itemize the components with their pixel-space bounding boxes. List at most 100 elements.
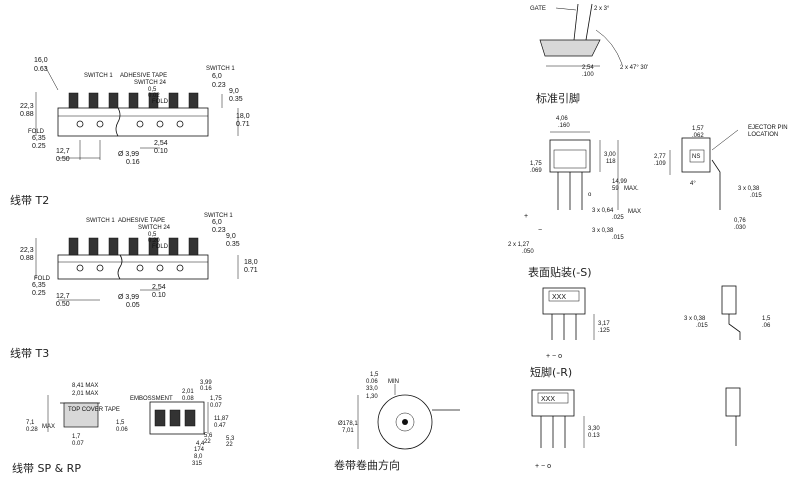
tape-t3-fold-mark (117, 254, 123, 280)
sp-dim-1187-inch: 0.47 (214, 423, 226, 429)
sp-dim-80: 8,0 (194, 454, 203, 460)
smd-side-dim-038: 3 x 0,38 (684, 316, 706, 322)
body-dim-038: 3 x 0,38 (592, 228, 614, 234)
sp-dim-17-inch: 0.07 (72, 441, 84, 447)
tape-t3-switch (168, 237, 179, 256)
sp-dim-175: 1,75 (210, 396, 222, 402)
gate-lead (585, 3, 593, 41)
body-dim-300-inch: 118 (606, 159, 616, 165)
reel-dim-130: 1,30 (366, 394, 378, 400)
short-side-body (725, 387, 741, 417)
sprocket-hole (156, 120, 164, 128)
side-label-ns: NS (692, 154, 700, 160)
t2-dim-60-inch: 0.23 (212, 82, 226, 89)
t2-dim-05: 0,5 (148, 87, 157, 93)
t3-dim-05: 0,5 (148, 232, 157, 238)
short-front-view (531, 389, 585, 448)
smd-marking (548, 290, 580, 302)
side-label-location: LOCATION (748, 132, 778, 138)
body-pin-plus: + (524, 213, 528, 220)
sp-dim-71: 7,1 (26, 420, 35, 426)
side-dim-157-inch: .062 (692, 133, 704, 139)
t2-dim-399-inch: 0.16 (126, 159, 140, 166)
t2-label-adhesive: ADHESIVE TAPE (120, 73, 167, 79)
gate-lead (573, 3, 579, 41)
t3-label-switch24: SWITCH 24 (138, 225, 171, 231)
tape-t3-switch (108, 237, 119, 256)
t2-dim-60: 6,0 (212, 73, 222, 80)
t3-dim-635-inch: 0.25 (32, 290, 46, 297)
t2-dim-16-inch: 0.63 (34, 66, 48, 73)
tape-t2-fold-mark (115, 107, 121, 137)
sp-dim-1187: 11,87 (214, 416, 229, 422)
body-dim-406-inch: .160 (558, 123, 570, 129)
switch-body (549, 139, 591, 173)
smd-side-dim-15-inch: .06 (762, 323, 771, 329)
body-dim-175: 1,75 (530, 161, 542, 167)
sp-dim-17: 1,7 (72, 434, 81, 440)
std-dim-angle47: 2 x 47° 30' (620, 65, 648, 71)
short-side-view (725, 387, 741, 446)
tape-t2-body (57, 107, 209, 137)
sprocket-hole (76, 120, 84, 128)
body-side-view (669, 129, 739, 210)
reel-drawing (357, 384, 460, 450)
side-dim-ang4: 4° (690, 181, 696, 187)
sp-dim-15-inch: 0.06 (116, 427, 128, 433)
reel-hub (395, 412, 415, 432)
t2-dim-16: 16,0 (34, 57, 48, 64)
t2-dim-399: Ø 3,99 (118, 151, 139, 158)
t2-dim-223: 22,3 (20, 103, 34, 110)
body-dim-064: 3 x 0,64 (592, 208, 614, 214)
t2-label-fold: FOLD (152, 99, 169, 105)
t2-dim-223-inch: 0.88 (20, 111, 34, 118)
reel-dim-15: 1,5 (370, 372, 379, 378)
body-dim-max: MAX. (624, 186, 639, 192)
t3-dim-05-inch: 0.20 (148, 238, 160, 244)
t3-label-fold-left: FOLD (34, 276, 51, 282)
sp-dim-71-inch: 0.28 (26, 427, 38, 433)
t3-dim-60-inch: 0.23 (212, 227, 226, 234)
t3-dim-254-inch: 0.10 (152, 292, 166, 299)
short-pin-labels: + − o (535, 463, 551, 470)
smd-marking-text: XXX (552, 294, 566, 301)
body-dim-1499: 14,99 (612, 179, 628, 185)
gate-profile (539, 39, 601, 57)
sp-dim-53: 5,3 (226, 436, 235, 442)
t2-dim-180-inch: 0.71 (236, 121, 250, 128)
caption-reel-direction: 卷带卷曲方向 (334, 458, 400, 472)
sp-dim-841-inch: 2,01 MAX (72, 391, 98, 397)
sp-dim-175-inch: 0.07 (210, 403, 222, 409)
tape-t3-body (57, 254, 209, 280)
tape-t3-components (68, 237, 199, 256)
t3-dim-399-inch: 0.05 (126, 302, 140, 309)
smd-dim-317: 3,17 (598, 321, 610, 327)
short-marking-text: XXX (541, 396, 555, 403)
dim-leader (44, 65, 59, 91)
standard-leads-drawing (539, 3, 623, 67)
t3-dim-254: 2,54 (152, 284, 166, 291)
body-pin-o: o (588, 192, 592, 198)
t3-dim-180-inch: 0.71 (244, 267, 258, 274)
sp-label-cover: TOP COVER TAPE (68, 407, 120, 413)
sp-label-max: MAX (42, 424, 55, 430)
tape-t2-switch (148, 92, 159, 109)
t2-dim-635-inch: 0.25 (32, 143, 46, 150)
std-dim-254-inch: .100 (582, 72, 594, 78)
tape-t3-switch (68, 237, 79, 256)
t2-label-switch24: SWITCH 24 (134, 80, 167, 86)
tape-t2-switch (128, 92, 139, 109)
t2-dim-127: 12,7 (56, 148, 70, 155)
smd-side-lead (728, 314, 741, 340)
side-dim-038: 3 x 0,38 (738, 186, 760, 192)
sprocket-hole (76, 264, 84, 272)
sp-label-emboss: EMBOSSMENT (130, 396, 173, 402)
smd-side-view (721, 285, 741, 340)
sp-dim-56: 5,6 (204, 433, 213, 439)
smd-front-view (542, 287, 595, 340)
sp-dim-15: 1,5 (116, 420, 125, 426)
side-dim-076: 0,76 (734, 218, 746, 224)
reel-dim-330: 33,0 (366, 386, 378, 392)
body-dim-064-inch: .025 (612, 215, 624, 221)
